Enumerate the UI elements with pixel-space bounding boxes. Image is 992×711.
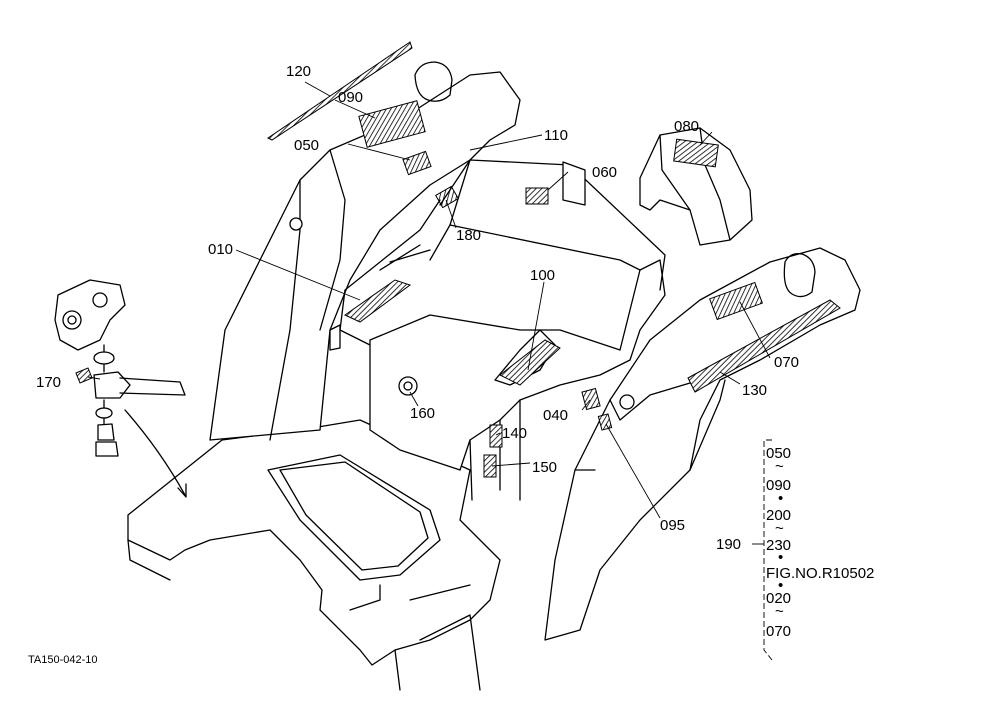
pedal-cover-100 [499, 339, 561, 386]
range-item-3: 200 [766, 507, 791, 524]
grille-010 [344, 279, 412, 323]
callout-010: 010 [208, 241, 233, 258]
range-item-4: 230 [766, 537, 791, 554]
range-item-1: 050 [766, 445, 791, 462]
floor-step-plate [127, 419, 501, 691]
range-separator-dot-3: • [778, 577, 783, 594]
callout-180: 180 [456, 227, 481, 244]
callout-080: 080 [674, 118, 699, 135]
callout-110: 110 [544, 127, 568, 144]
top-mat-strip [267, 41, 413, 141]
callout-070: 070 [774, 354, 799, 371]
callout-170: 170 [36, 374, 61, 391]
leader-lines [87, 81, 771, 519]
callout-150: 150 [532, 459, 557, 476]
seat-base-console [329, 159, 666, 501]
range-separator-tilde-1: ~ [775, 458, 784, 475]
callout-130: 130 [742, 382, 767, 399]
decal-095 [597, 413, 613, 431]
callout-100: 100 [530, 267, 555, 284]
range-item-6: 020 [766, 590, 791, 607]
decal-080 [673, 138, 719, 168]
callout-040: 040 [543, 407, 568, 424]
callout-labels: 120 090 050 110 080 060 180 010 100 070 … [36, 63, 799, 553]
valve-assembly [54, 279, 187, 498]
callout-095: 095 [660, 517, 685, 534]
drawing-code: TA150-042-10 [28, 654, 98, 666]
decal-140 [489, 424, 503, 448]
decal-070 [709, 281, 763, 321]
callout-090: 090 [338, 89, 363, 106]
range-separator-tilde-3: ~ [775, 603, 784, 620]
callout-140: 140 [502, 425, 527, 442]
rear-cover [639, 127, 753, 246]
decal-060 [525, 187, 549, 205]
decal-050 [402, 150, 432, 176]
callout-050: 050 [294, 137, 319, 154]
left-fender-panel [209, 61, 521, 441]
decal-170 [75, 367, 93, 384]
range-separator-dot-2: • [778, 549, 783, 566]
callout-120: 120 [286, 63, 311, 80]
callout-060: 060 [592, 164, 617, 181]
range-item-2: 090 [766, 477, 791, 494]
decal-180 [435, 185, 459, 209]
range-separator-tilde-2: ~ [775, 520, 784, 537]
decal-090 [358, 100, 426, 148]
range-item-7: 070 [766, 623, 791, 640]
range-item-5: FIG.NO.R10502 [766, 565, 874, 582]
callout-190: 190 [716, 536, 741, 553]
range-list: 050 ~ 090 • 200 ~ 230 • FIG.NO.R10502 • … [752, 439, 874, 661]
range-separator-dot-1: • [778, 490, 783, 507]
callout-160: 160 [410, 405, 435, 422]
